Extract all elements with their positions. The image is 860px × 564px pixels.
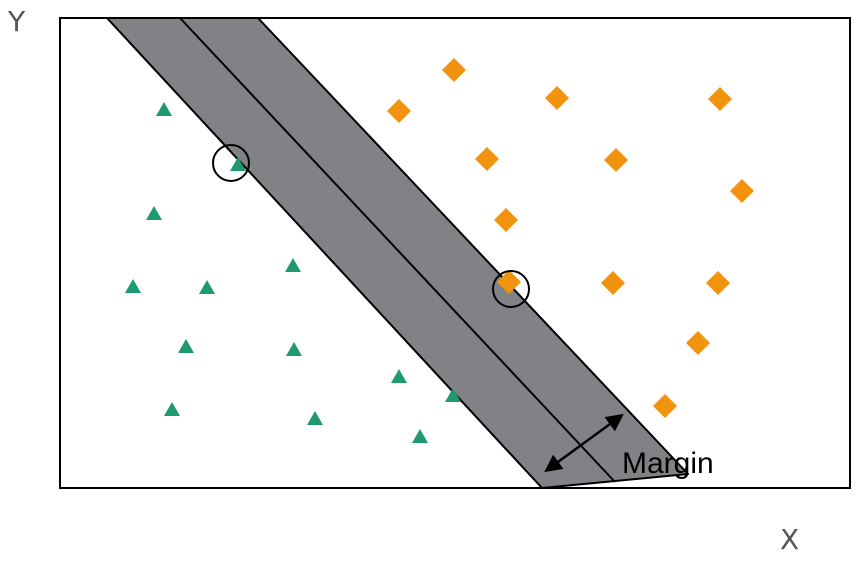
margin-arrow	[544, 413, 624, 473]
diamond-marker	[706, 271, 730, 295]
diamond-marker	[730, 179, 754, 203]
diamond-marker	[497, 270, 521, 294]
diamond-marker	[708, 87, 732, 111]
diamond-marker	[494, 208, 518, 232]
decision-boundary	[179, 17, 616, 483]
triangle-marker	[125, 279, 141, 293]
triangle-marker	[164, 402, 180, 416]
class-b-points	[387, 58, 754, 418]
triangle-marker	[178, 339, 194, 353]
diamond-marker	[601, 271, 625, 295]
margin-band	[106, 17, 689, 489]
triangle-marker	[199, 280, 215, 294]
diamond-marker	[604, 148, 628, 172]
diamond-marker	[475, 147, 499, 171]
y-axis-label: Y	[8, 5, 26, 38]
triangle-marker	[230, 157, 246, 171]
margin-label: Margin	[622, 447, 714, 480]
class-a-points	[125, 102, 461, 443]
triangle-marker	[445, 388, 461, 402]
triangle-marker	[146, 206, 162, 220]
triangle-marker	[391, 369, 407, 383]
diamond-marker	[442, 58, 466, 82]
diamond-marker	[653, 394, 677, 418]
triangle-marker	[307, 411, 323, 425]
diamond-marker	[387, 99, 411, 123]
diamond-marker	[545, 86, 569, 110]
diamond-marker	[686, 331, 710, 355]
x-axis-label: X	[780, 523, 800, 556]
triangle-marker	[285, 258, 301, 272]
support-vector-circle	[492, 270, 530, 308]
triangle-marker	[412, 429, 428, 443]
triangle-marker	[286, 342, 302, 356]
triangle-marker	[156, 102, 172, 116]
support-vector-circle	[212, 144, 250, 182]
